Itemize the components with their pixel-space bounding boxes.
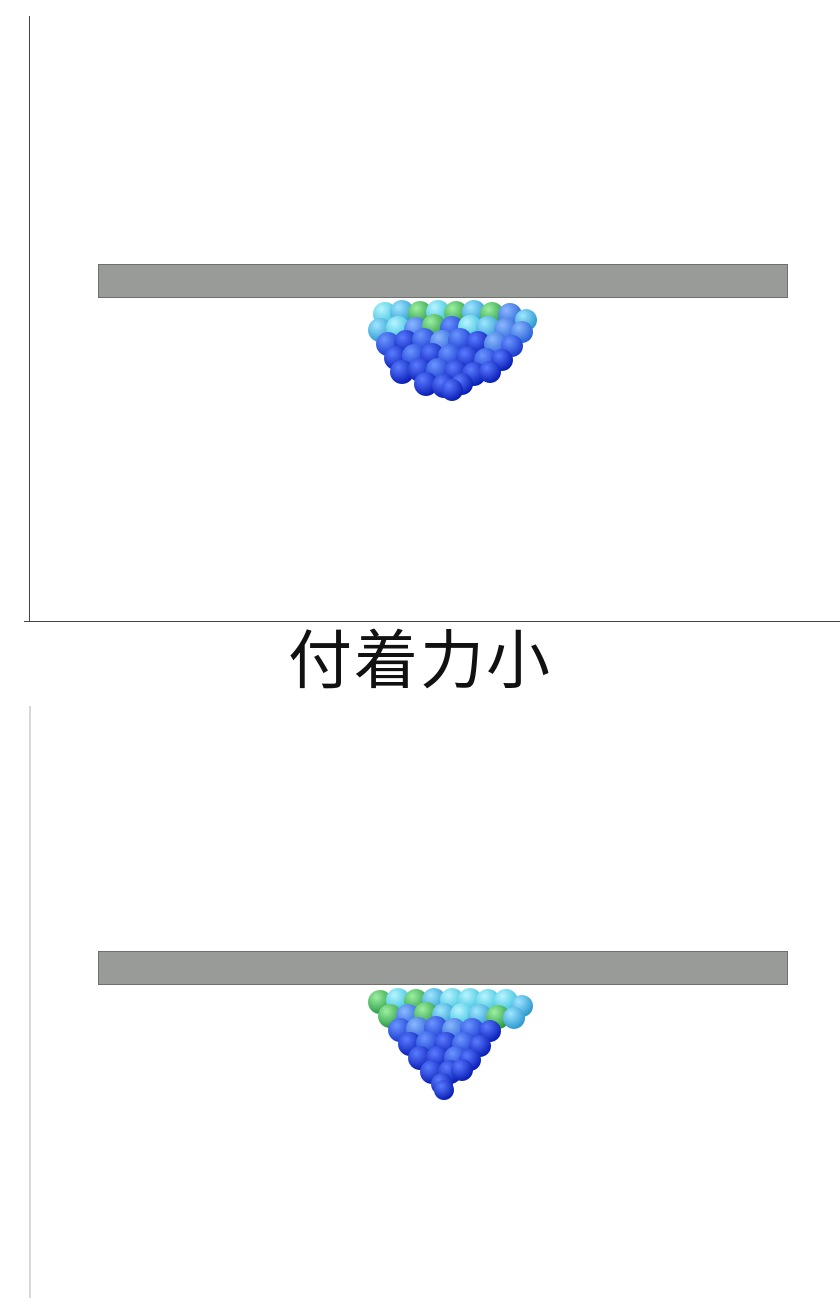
particle bbox=[451, 1059, 473, 1081]
gray-plate bbox=[98, 264, 788, 298]
particle bbox=[479, 361, 501, 383]
simulation-panel-top bbox=[0, 0, 840, 628]
simulation-panel-bottom bbox=[0, 700, 840, 1306]
particle bbox=[434, 1080, 454, 1100]
vertical-axis-line bbox=[29, 16, 30, 622]
vertical-axis-line bbox=[29, 706, 31, 1298]
particle bbox=[414, 372, 438, 396]
particle bbox=[441, 379, 463, 401]
gray-plate bbox=[98, 951, 788, 985]
horizontal-axis-line bbox=[24, 621, 840, 622]
particle bbox=[390, 360, 414, 384]
particle bbox=[503, 1007, 525, 1029]
particle-cluster bbox=[368, 988, 533, 1100]
particle-cluster bbox=[368, 300, 537, 401]
caption-label: 付着力小 bbox=[288, 625, 552, 699]
